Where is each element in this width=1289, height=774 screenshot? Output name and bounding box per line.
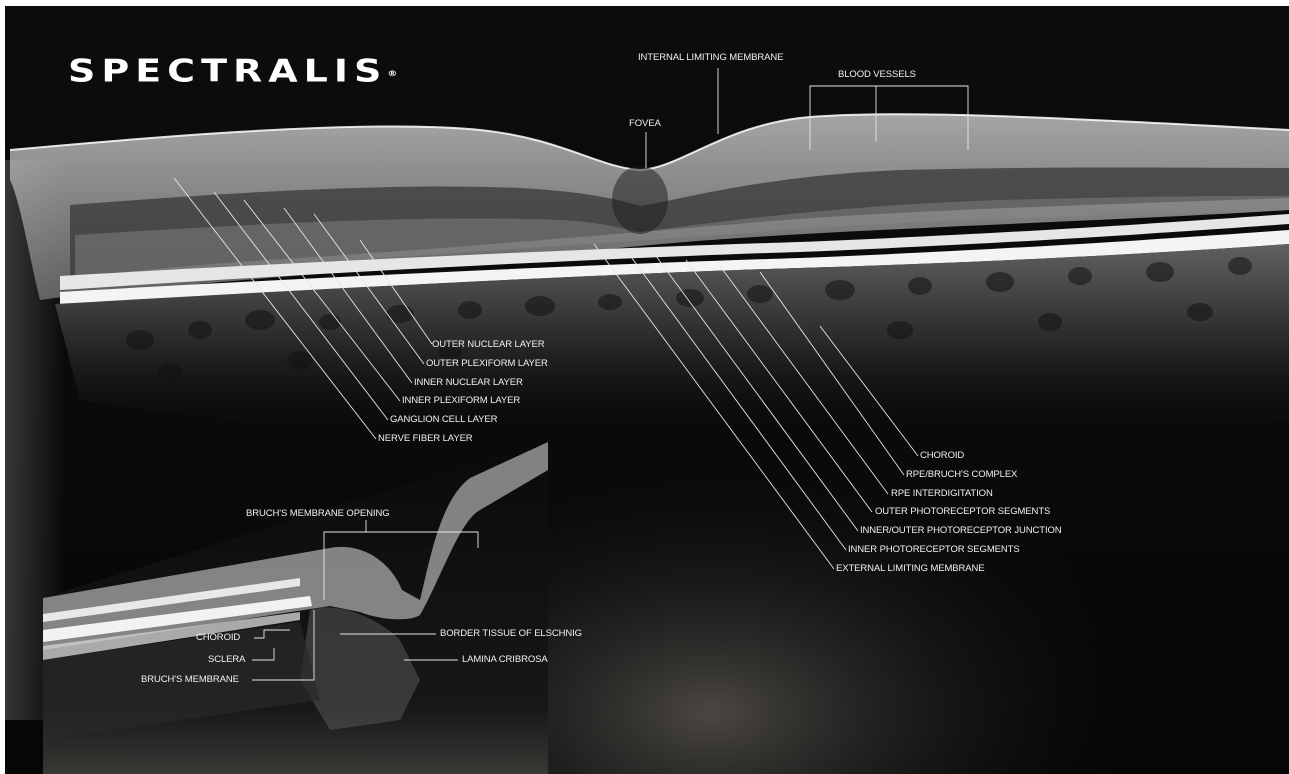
logo-text: SPECTRALIS: [68, 53, 387, 89]
brand-logo: SPECTRALIS®: [68, 52, 397, 90]
label-rpe-interdigitation: RPE INTERDIGITATION: [891, 488, 993, 500]
label-inner-outer-photoreceptor-junction: INNER/OUTER PHOTORECEPTOR JUNCTION: [860, 525, 1062, 537]
label-fovea: FOVEA: [629, 118, 661, 130]
label-outer-nuclear-layer: OUTER NUCLEAR LAYER: [432, 339, 544, 351]
registered-mark: ®: [387, 69, 397, 78]
label-bruchs-membrane: BRUCH'S MEMBRANE: [141, 674, 239, 686]
label-rpe-bruchs-complex: RPE/BRUCH'S COMPLEX: [906, 469, 1017, 481]
label-choroid: CHOROID: [920, 450, 964, 462]
label-bruchs-membrane-opening: BRUCH'S MEMBRANE OPENING: [246, 508, 390, 520]
label-border-tissue-of-elschnig: BORDER TISSUE OF ELSCHNIG: [440, 628, 582, 640]
label-outer-photoreceptor-segments: OUTER PHOTORECEPTOR SEGMENTS: [875, 506, 1050, 518]
label-lamina-cribrosa: LAMINA CRIBROSA: [462, 654, 548, 666]
label-inner-nuclear-layer: INNER NUCLEAR LAYER: [414, 377, 523, 389]
label-blood-vessels: BLOOD VESSELS: [838, 69, 916, 81]
label-external-limiting-membrane: EXTERNAL LIMITING MEMBRANE: [836, 563, 985, 575]
label-sclera: SCLERA: [208, 654, 245, 666]
label-ganglion-cell-layer: GANGLION CELL LAYER: [390, 414, 497, 426]
label-outer-plexiform-layer: OUTER PLEXIFORM LAYER: [426, 358, 548, 370]
label-internal-limiting-membrane: INTERNAL LIMITING MEMBRANE: [638, 52, 783, 64]
label-inner-plexiform-layer: INNER PLEXIFORM LAYER: [402, 395, 520, 407]
label-inner-photoreceptor-segments: INNER PHOTORECEPTOR SEGMENTS: [848, 544, 1020, 556]
label-nerve-fiber-layer: NERVE FIBER LAYER: [378, 433, 473, 445]
label-inset-choroid: CHOROID: [196, 632, 240, 644]
